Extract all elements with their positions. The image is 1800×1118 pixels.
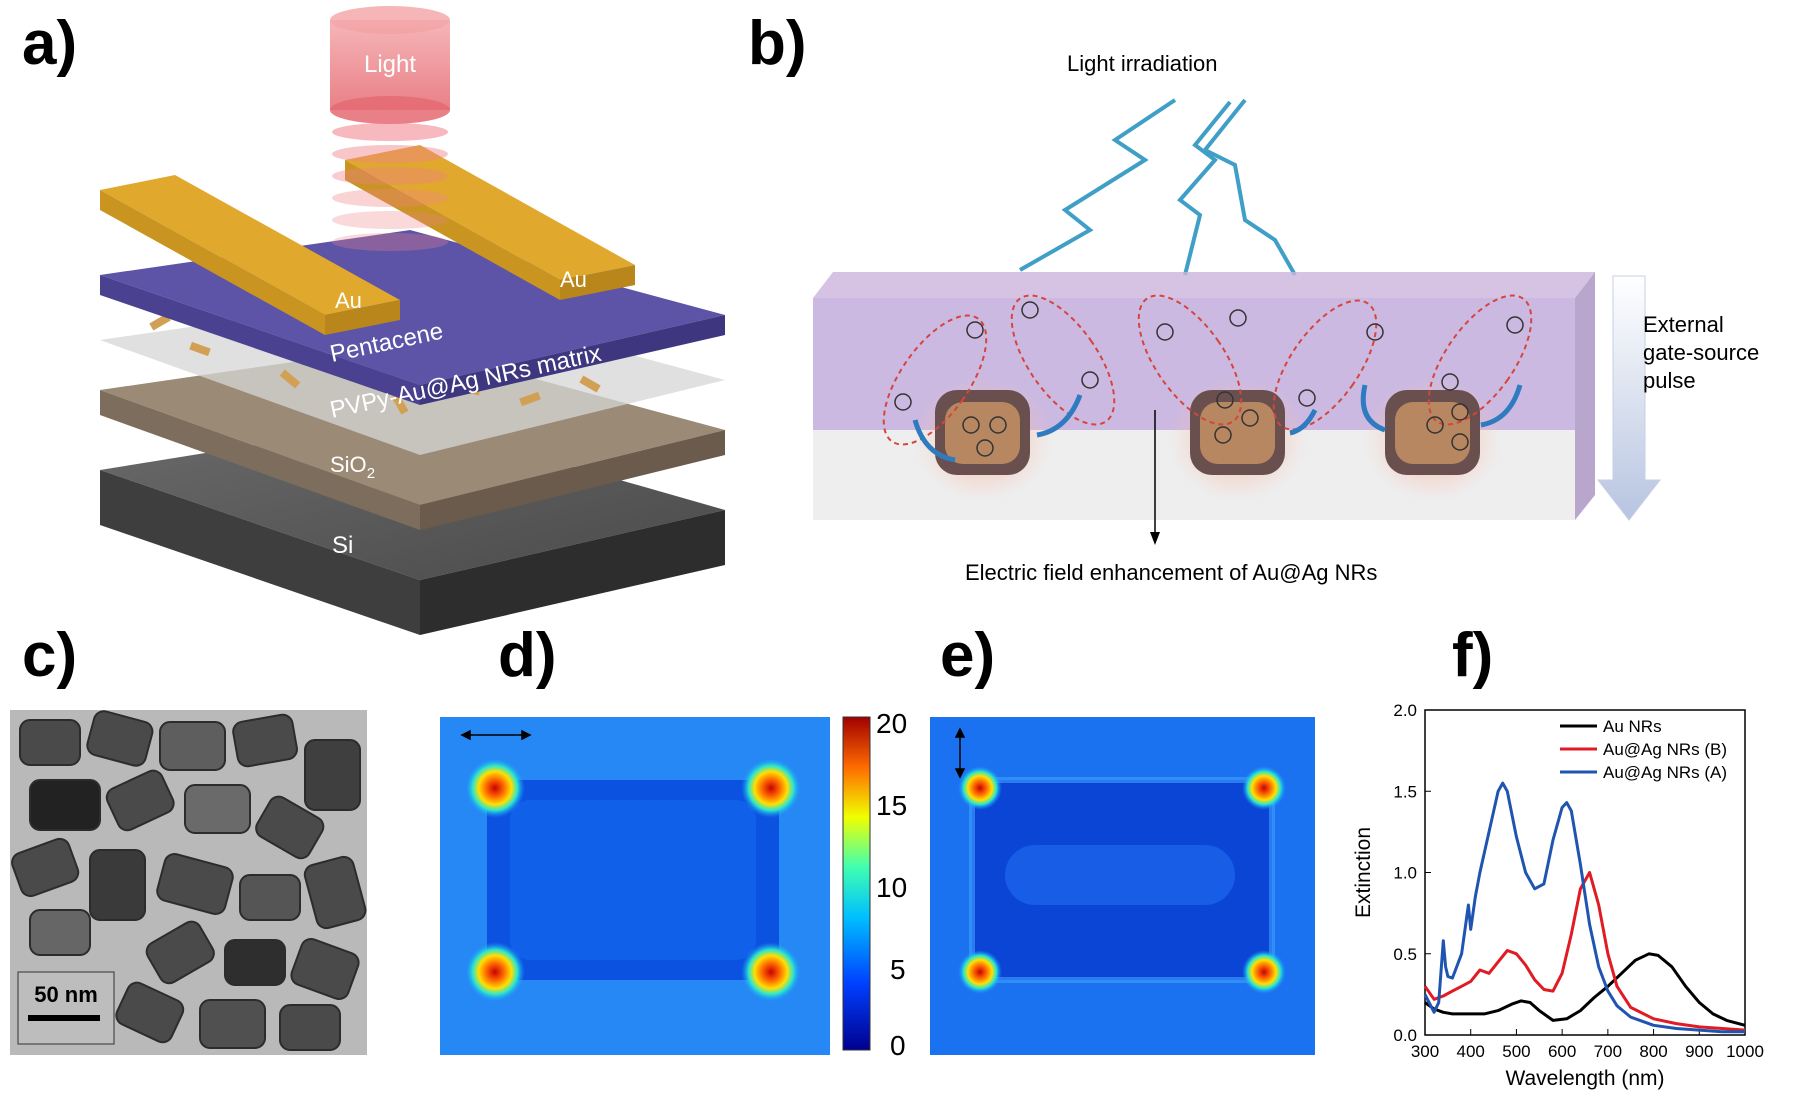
scale-bar-box (17, 971, 115, 1045)
y-tick-label: 2.0 (1393, 701, 1417, 720)
device-schematic: Light Au Au Pentacene PVPy-Au@Ag NRs mat… (100, 6, 725, 635)
x-axis-label: Wavelength (nm) (1505, 1067, 1664, 1090)
panel-letter-f: f) (1452, 621, 1494, 690)
y-tick-label: 1.0 (1393, 864, 1417, 883)
mechanism-schematic: Light irradiation (813, 51, 1759, 585)
polarization-arrow-vertical (954, 727, 966, 779)
charge-symbols (894, 301, 1524, 457)
au-electrode-right (345, 145, 635, 280)
x-tick-label: 1000 (1726, 1042, 1764, 1061)
au-label-right: Au (560, 267, 587, 292)
pulse-label-line2: gate-source (1643, 340, 1759, 365)
light-beam (332, 123, 448, 251)
charge-pair-outlines (882, 294, 1533, 446)
gate-pulse-arrow (1596, 275, 1662, 521)
si-label: Si (332, 532, 353, 559)
light-label: Light (364, 51, 416, 78)
panel-letter-e: e) (940, 621, 996, 690)
au-label-left: Au (335, 288, 362, 313)
y-tick-label: 1.5 (1393, 782, 1417, 801)
x-tick-label: 700 (1594, 1042, 1622, 1061)
panel-letter-c: c) (22, 621, 78, 690)
colorbar-tick-5: 5 (890, 954, 906, 985)
series-line-0 (1424, 952, 1746, 1027)
hotspots-e (958, 766, 1286, 994)
y-tick-label: 0.0 (1393, 1026, 1417, 1045)
light-rays (1019, 98, 1297, 276)
legend-label-0: Au NRs (1603, 717, 1662, 736)
scale-bar (28, 1015, 100, 1021)
x-tick-label: 900 (1685, 1042, 1713, 1061)
legend-label-1: Au@Ag NRs (B) (1603, 740, 1727, 759)
colorbar (842, 716, 871, 1051)
x-tick-label: 600 (1548, 1042, 1576, 1061)
panel-letter-d: d) (498, 621, 557, 690)
panel-letter-b: b) (748, 9, 807, 78)
colorbar-tick-0: 0 (890, 1030, 906, 1060)
nanorod-group (913, 378, 1503, 502)
series-line-2 (1423, 781, 1745, 1034)
pulse-label-line1: External (1643, 312, 1724, 337)
panel-letter-a: a) (22, 9, 78, 78)
x-tick-label: 500 (1502, 1042, 1530, 1061)
au-electrode-left (100, 175, 400, 315)
colorbar-tick-15: 15 (876, 790, 907, 821)
colorbar-tick-10: 10 (876, 872, 907, 903)
y-tick-label: 0.5 (1393, 945, 1417, 964)
light-irradiation-label: Light irradiation (1067, 51, 1217, 76)
series-line-1 (1423, 871, 1746, 1032)
light-source (330, 20, 450, 110)
hotspots-d (465, 758, 801, 1002)
y-axis-label: Extinction (1352, 827, 1375, 918)
polarization-arrow-horizontal (460, 729, 532, 741)
scale-bar-label: 50 nm (34, 982, 98, 1007)
field-map-d: 20 15 10 5 0 (440, 708, 907, 1060)
legend-label-2: Au@Ag NRs (A) (1603, 763, 1727, 782)
colorbar-tick-20: 20 (876, 708, 907, 739)
charge-transfer-arrows (912, 384, 1523, 463)
pulse-label-line3: pulse (1643, 368, 1696, 393)
semiconductor-slab (813, 272, 1595, 298)
x-tick-label: 300 (1411, 1042, 1439, 1061)
field-enhancement-label: Electric field enhancement of Au@Ag NRs (965, 560, 1377, 585)
extinction-chart: 300 400 500 600 700 800 900 1000 0.0 0.5 1.0 1.5 2.0… (1352, 701, 1764, 1090)
tem-micrograph: 50 nm (10, 710, 367, 1055)
sio2-label: SiO2 (330, 452, 375, 482)
x-tick-label: 800 (1639, 1042, 1667, 1061)
field-map-e (930, 717, 1315, 1055)
x-tick-label: 400 (1457, 1042, 1485, 1061)
